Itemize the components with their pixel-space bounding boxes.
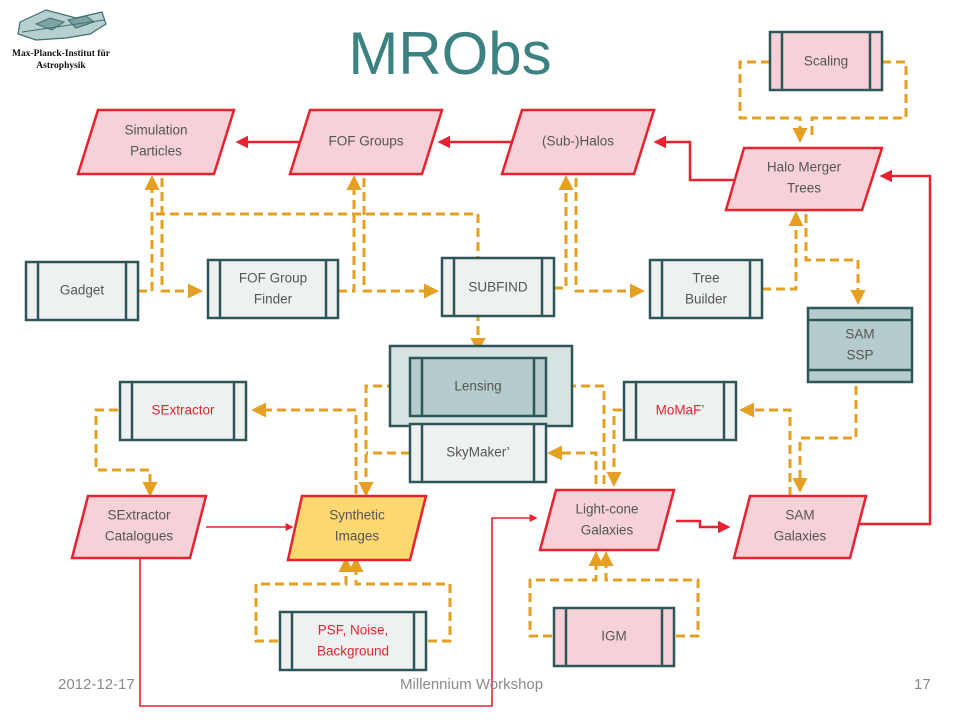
node-sam-galaxies: SAM Galaxies (732, 494, 868, 560)
edge-gadget-particles (138, 175, 160, 293)
footer-date: 2012-12-17 (58, 676, 135, 693)
edge-lightcone-samgalaxies (676, 519, 731, 534)
edge-lightcone-skymaker (547, 445, 598, 484)
edge-igm-lightcone-right (598, 551, 700, 638)
edge-psf-images-right (348, 557, 452, 643)
edge-mergertrees-halos (653, 135, 738, 182)
node-simulation-particles-line1: Simulation (124, 123, 187, 138)
node-lensing: Lensing (408, 356, 548, 418)
institute-logo: Max-Planck-Institut für Astrophysik (6, 4, 116, 104)
node-sam-galaxies-line1: SAM (785, 508, 814, 523)
node-halo-merger-trees-line1: Halo Merger (767, 160, 842, 175)
node-subfind-label: SUBFIND (468, 280, 528, 295)
node-synthetic-images-line2: Images (335, 529, 380, 544)
edge-samgalaxies-mergertrees (856, 169, 932, 526)
node-sextractor-catalogues-line2: Catalogues (105, 529, 174, 544)
edge-finder-fofgroups (338, 175, 362, 293)
edge-catalogues-lightcone (139, 514, 538, 707)
node-fof-group-finder-line1: FOF Group (239, 271, 307, 286)
edge-fofgroups-subfind (362, 178, 439, 299)
edge-scaling-left (738, 60, 808, 143)
node-psf-noise-background: PSF, Noise, Background (278, 610, 428, 672)
edge-mergertrees-samssp (804, 214, 866, 305)
node-synthetic-images: Synthetic Images (286, 494, 428, 562)
node-tree-builder-line1: Tree (692, 271, 719, 286)
edge-samgalaxies-momaf (739, 402, 792, 496)
node-sam-galaxies-line2: Galaxies (774, 529, 827, 544)
solid-connectors (139, 135, 932, 707)
node-halo-merger-trees: Halo Merger Trees (724, 146, 884, 212)
edge-subfind-halos (554, 175, 574, 290)
node-sam-ssp-line1: SAM (845, 327, 874, 342)
institute-building-icon (17, 9, 107, 41)
edge-psf-images-left (254, 557, 354, 643)
node-tree-builder: Tree Builder (648, 258, 764, 320)
slide-title: MRObs (348, 20, 552, 87)
node-scaling-label: Scaling (804, 54, 848, 69)
node-sub-halos: (Sub-)Halos (500, 108, 656, 176)
node-gadget-label: Gadget (60, 283, 105, 298)
node-psf-line2: Background (317, 644, 389, 659)
edge-igm-lightcone-left (528, 551, 604, 638)
node-light-cone-galaxies-line1: Light-cone (575, 502, 638, 517)
edge-sextractor-catalogues (94, 408, 158, 497)
node-sextractor: SExtractor (118, 380, 248, 442)
node-sam-ssp: SAM SSP (806, 306, 914, 384)
footer-page-number: 17 (914, 676, 931, 693)
node-igm: IGM (552, 606, 676, 668)
logo-text-line1: Max-Planck-Institut für (12, 49, 110, 59)
node-psf-line1: PSF, Noise, (318, 623, 389, 638)
node-simulation-particles: Simulation Particles (76, 108, 236, 176)
node-momaf-label: MoMaF’ (656, 403, 705, 418)
node-gadget: Gadget (24, 260, 140, 322)
node-fof-group-finder-line2: Finder (254, 292, 293, 307)
node-fof-groups: FOF Groups (288, 108, 444, 176)
node-fof-group-finder: FOF Group Finder (206, 258, 340, 320)
node-sam-ssp-line2: SSP (846, 348, 873, 363)
footer-event: Millennium Workshop (400, 676, 544, 693)
edge-momaf-lightcone (606, 408, 622, 487)
edge-particles-fofgroupfinder (160, 178, 203, 299)
node-light-cone-galaxies-line2: Galaxies (581, 523, 634, 538)
dashed-connectors (94, 60, 908, 643)
edge-halos-treebuilder (574, 178, 645, 299)
node-sextractor-catalogues-line1: SExtractor (107, 508, 171, 523)
node-scaling: Scaling (768, 30, 884, 92)
node-sextractor-catalogues: SExtractor Catalogues (70, 494, 208, 560)
node-halo-merger-trees-line2: Trees (787, 181, 821, 196)
logo-text-line2: Astrophysik (36, 61, 86, 71)
node-momaf: MoMaF’ (622, 380, 738, 442)
node-subfind: SUBFIND (440, 256, 556, 318)
edge-images-sextractor (251, 402, 358, 494)
node-lensing-label: Lensing (454, 379, 501, 394)
node-light-cone-galaxies: Light-cone Galaxies (538, 488, 676, 552)
node-fof-groups-label: FOF Groups (328, 134, 403, 149)
edge-samssp-samgalaxies (792, 386, 858, 493)
node-simulation-particles-line2: Particles (130, 144, 182, 159)
node-tree-builder-line2: Builder (685, 292, 728, 307)
node-skymaker-label: SkyMaker’ (446, 445, 510, 460)
node-sub-halos-label: (Sub-)Halos (542, 134, 614, 149)
node-synthetic-images-line1: Synthetic (329, 508, 385, 523)
node-igm-label: IGM (601, 629, 627, 644)
edge-scaling-right (810, 60, 908, 140)
edge-treebuilder-mergertrees (762, 211, 804, 291)
node-skymaker: SkyMaker’ (408, 422, 548, 484)
node-sextractor-label: SExtractor (151, 403, 215, 418)
